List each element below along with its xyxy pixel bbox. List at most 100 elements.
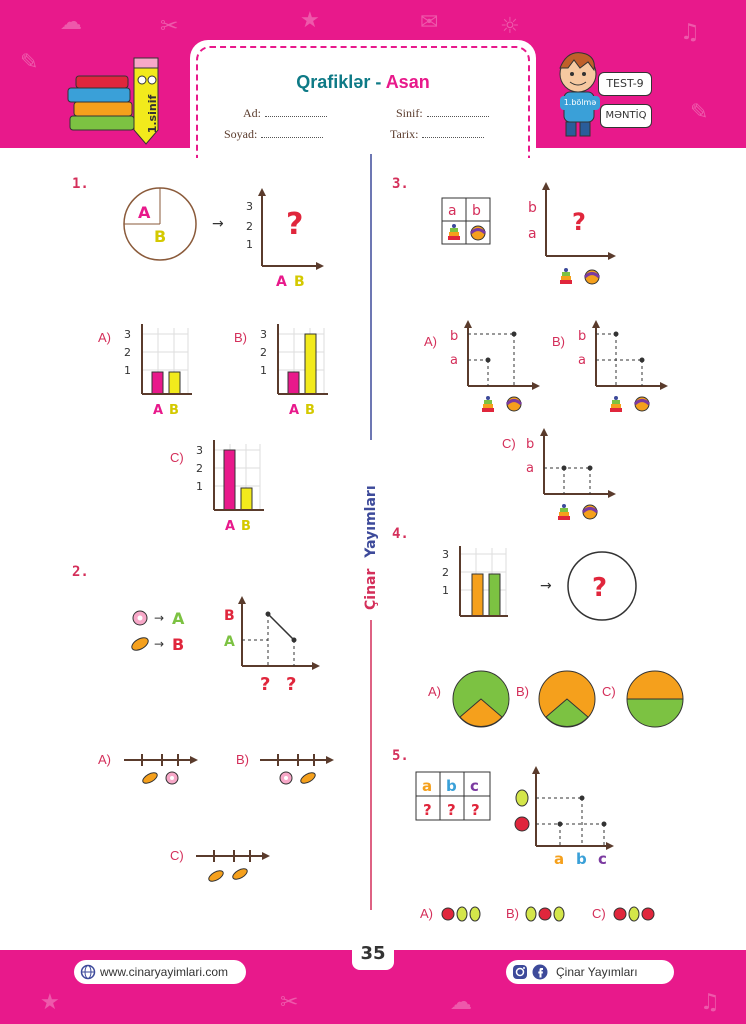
doodle-icon: ☼ (500, 14, 520, 39)
q1-option-a[interactable]: A) (98, 330, 111, 345)
class-label: Sinif: (396, 106, 423, 120)
ring-stack-icon (448, 224, 460, 240)
svg-text:→: → (154, 611, 164, 625)
svg-text:3: 3 (246, 200, 253, 213)
svg-text:A: A (172, 609, 185, 628)
svg-text:b: b (446, 777, 457, 795)
grade-badge: 1.sinif (146, 95, 159, 134)
q2-option-a[interactable]: A) (98, 752, 111, 767)
pear-icon (525, 906, 537, 922)
svg-text:?: ? (286, 674, 296, 695)
svg-text:2: 2 (246, 220, 253, 233)
svg-text:a: a (448, 203, 457, 219)
website-link[interactable]: www.cinaryayimlari.com (74, 960, 246, 984)
svg-text:3: 3 (124, 328, 131, 341)
svg-text:A: A (225, 519, 235, 534)
instagram-icon (513, 965, 527, 979)
svg-text:B: B (241, 519, 251, 534)
svg-text:a: a (578, 353, 586, 368)
q2-option-c[interactable]: C) (170, 848, 184, 863)
date-label: Tarix: (390, 127, 419, 141)
svg-text:3: 3 (260, 328, 267, 341)
apple-icon (538, 907, 552, 921)
date-field[interactable]: Tarix: (390, 127, 485, 142)
svg-text:?: ? (592, 573, 607, 603)
q3-chart-a: ba (450, 320, 540, 412)
q2-numberline-b (260, 754, 334, 785)
pear-icon (553, 906, 565, 922)
question-5-number: 5. (392, 748, 409, 764)
q2-option-b[interactable]: B) (236, 752, 249, 767)
candy-icon (208, 870, 224, 882)
q1-option-b[interactable]: B) (234, 330, 247, 345)
doodle-icon: ✎ (20, 50, 39, 75)
svg-text:a: a (450, 353, 458, 368)
surname-field[interactable]: Soyad: (224, 127, 324, 142)
candy-icon (142, 772, 158, 784)
ring-stack-icon (560, 268, 572, 284)
candy-icon (232, 868, 248, 880)
svg-text:1: 1 (260, 364, 267, 377)
column-divider (370, 154, 372, 910)
doodle-icon: ☁ (450, 990, 472, 1015)
svg-text:2: 2 (196, 462, 203, 475)
apple-icon (613, 907, 627, 921)
svg-text:3: 3 (442, 548, 449, 561)
q5-fruits-b (525, 906, 565, 922)
social-text: Çinar Yayımları (556, 965, 638, 979)
svg-text:b: b (576, 850, 587, 868)
q3-option-c[interactable]: C) (502, 436, 516, 451)
q5-option-b[interactable]: B) (506, 906, 519, 921)
svg-text:2: 2 (442, 566, 449, 579)
svg-text:B: B (305, 403, 315, 418)
q4-option-b[interactable]: B) (516, 684, 529, 699)
arrow-icon: → (212, 216, 224, 232)
pear-icon (469, 906, 481, 922)
social-link[interactable]: Çinar Yayımları (506, 960, 674, 984)
pear-icon (628, 906, 640, 922)
svg-text:b: b (472, 203, 481, 219)
svg-text:B: B (294, 274, 305, 290)
publisher-vertical-text: Çinar Yayımları (363, 485, 379, 610)
svg-text:1: 1 (196, 480, 203, 493)
doodle-icon: ✂ (160, 14, 179, 39)
svg-text:b: b (526, 437, 534, 452)
svg-text:?: ? (260, 674, 270, 695)
svg-text:b: b (450, 329, 458, 344)
ring-stack-icon (610, 396, 622, 412)
page-body (0, 148, 746, 950)
name-field[interactable]: Ad: (243, 106, 327, 121)
svg-text:2: 2 (260, 346, 267, 359)
question-2-figure: → A → B B A ? ? (131, 596, 320, 695)
question-mark-icon: ? (286, 207, 303, 242)
title-separator: - (375, 72, 382, 92)
doodle-icon: ♫ (700, 990, 720, 1015)
q4-option-a[interactable]: A) (428, 684, 441, 699)
q3-option-a[interactable]: A) (424, 334, 437, 349)
svg-text:c: c (598, 850, 607, 868)
q5-option-c[interactable]: C) (592, 906, 606, 921)
title-part2: Asan (385, 72, 430, 92)
candy-icon (300, 772, 316, 784)
q3-chart-b: ba (578, 320, 668, 412)
question-1-number: 1. (72, 176, 89, 192)
q4-option-c[interactable]: C) (602, 684, 616, 699)
pear-icon (456, 906, 468, 922)
q3-option-b[interactable]: B) (552, 334, 565, 349)
doodle-icon: ☁ (60, 10, 82, 35)
class-field[interactable]: Sinif: (396, 106, 489, 121)
q5-option-a[interactable]: A) (420, 906, 433, 921)
question-3-figure: a b b a ? (441, 182, 616, 285)
q1-option-c[interactable]: C) (170, 450, 184, 465)
svg-text:→: → (540, 578, 552, 594)
doodle-icon: ★ (40, 990, 60, 1015)
title-part1: Qrafiklər (296, 72, 371, 92)
ring-stack-icon (482, 396, 494, 412)
doodle-icon: ★ (300, 8, 320, 33)
svg-text:b: b (578, 329, 586, 344)
apple-icon (641, 907, 655, 921)
facebook-icon (532, 964, 548, 980)
